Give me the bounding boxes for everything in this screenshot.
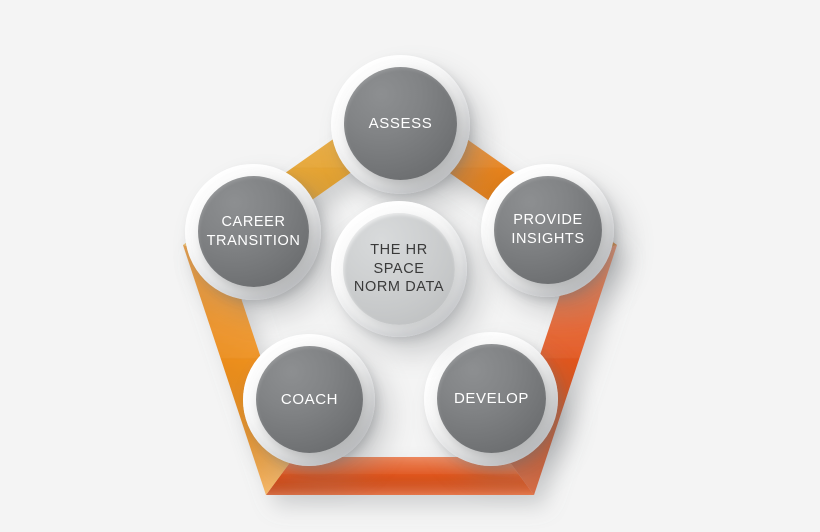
node-provide-insights-label: PROVIDE INSIGHTS bbox=[511, 212, 585, 247]
node-center-hub-label: THE HR SPACE NORM DATA bbox=[353, 242, 445, 296]
node-provide-insights[interactable]: PROVIDE INSIGHTS bbox=[481, 164, 614, 297]
node-coach-disc[interactable]: COACH bbox=[256, 346, 363, 453]
node-coach[interactable]: COACH bbox=[243, 334, 375, 466]
node-center-hub-disc[interactable]: THE HR SPACE NORM DATA bbox=[343, 213, 455, 325]
node-assess[interactable]: ASSESS bbox=[331, 55, 470, 194]
node-career-transition-disc[interactable]: CAREER TRANSITION bbox=[198, 176, 309, 287]
node-develop-label: DEVELOP bbox=[453, 389, 530, 407]
node-develop[interactable]: DEVELOP bbox=[424, 332, 558, 466]
node-assess-disc[interactable]: ASSESS bbox=[344, 67, 457, 180]
node-develop-disc[interactable]: DEVELOP bbox=[437, 344, 546, 453]
node-assess-label: ASSESS bbox=[368, 114, 433, 132]
node-career-transition-label: CAREER TRANSITION bbox=[206, 213, 301, 249]
node-coach-label: COACH bbox=[280, 390, 339, 408]
node-center-hub[interactable]: THE HR SPACE NORM DATA bbox=[331, 201, 467, 337]
node-provide-insights-disc[interactable]: PROVIDE INSIGHTS bbox=[494, 176, 602, 284]
node-career-transition[interactable]: CAREER TRANSITION bbox=[185, 164, 321, 300]
